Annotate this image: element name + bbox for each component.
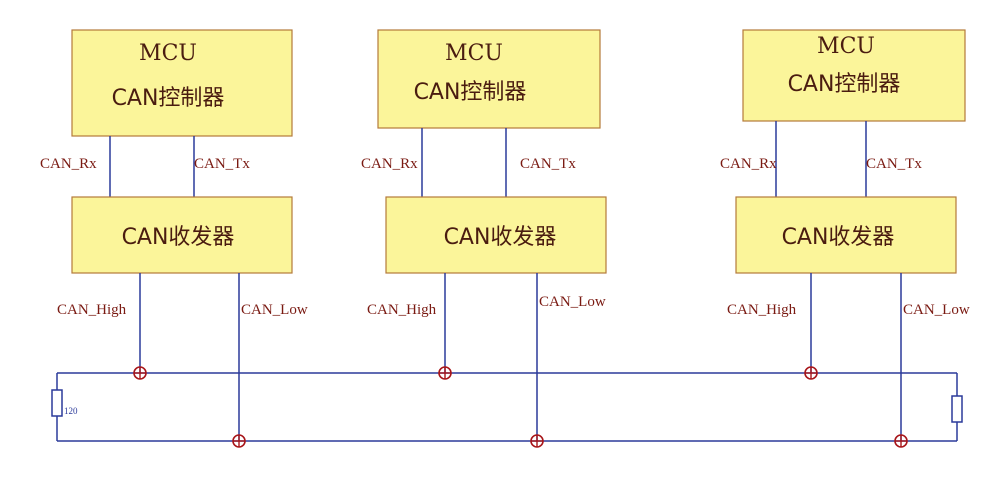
tx-label: CAN_Tx [866, 156, 922, 172]
can-node-2: MCU CAN控制器 CAN_Rx CAN_Tx CAN收发器 CAN_High… [361, 29, 607, 448]
mcu-title: MCU [817, 34, 875, 59]
transceiver-label: CAN收发器 [444, 225, 557, 250]
tx-label: CAN_Tx [194, 156, 250, 172]
mcu-title: MCU [445, 41, 503, 66]
rx-label: CAN_Rx [40, 156, 97, 172]
transceiver-label: CAN收发器 [782, 225, 895, 250]
left-terminator-resistor [51, 389, 63, 417]
tx-label: CAN_Tx [520, 156, 576, 172]
junction-low [232, 434, 246, 448]
junction-high [804, 366, 818, 380]
transceiver-box [71, 196, 293, 274]
junction-low [530, 434, 544, 448]
mcu-box [377, 29, 601, 129]
junction-high [438, 366, 452, 380]
rx-label: CAN_Rx [361, 156, 418, 172]
can-low-label: CAN_Low [539, 294, 606, 310]
can-controller-label: CAN控制器 [414, 80, 527, 105]
right-terminator-resistor [951, 395, 963, 423]
junction-low [894, 434, 908, 448]
can-controller-label: CAN控制器 [788, 72, 901, 97]
transceiver-box [735, 196, 957, 274]
can-low-label: CAN_Low [241, 302, 308, 318]
can-high-label: CAN_High [727, 302, 797, 318]
can-low-label: CAN_Low [903, 302, 970, 318]
left-terminator-label: 120 [64, 406, 78, 416]
mcu-title: MCU [139, 41, 197, 66]
can-high-label: CAN_High [367, 302, 437, 318]
can-node-3: MCU CAN控制器 CAN_Rx CAN_Tx CAN收发器 CAN_High… [720, 29, 970, 448]
rx-label: CAN_Rx [720, 156, 777, 172]
can-node-1: MCU CAN控制器 CAN_Rx CAN_Tx CAN收发器 CAN_High… [40, 29, 308, 448]
mcu-box [742, 29, 966, 122]
mcu-box [71, 29, 293, 137]
can-high-label: CAN_High [57, 302, 127, 318]
can-controller-label: CAN控制器 [112, 86, 225, 111]
junction-high [133, 366, 147, 380]
transceiver-box [385, 196, 607, 274]
transceiver-label: CAN收发器 [122, 225, 235, 250]
